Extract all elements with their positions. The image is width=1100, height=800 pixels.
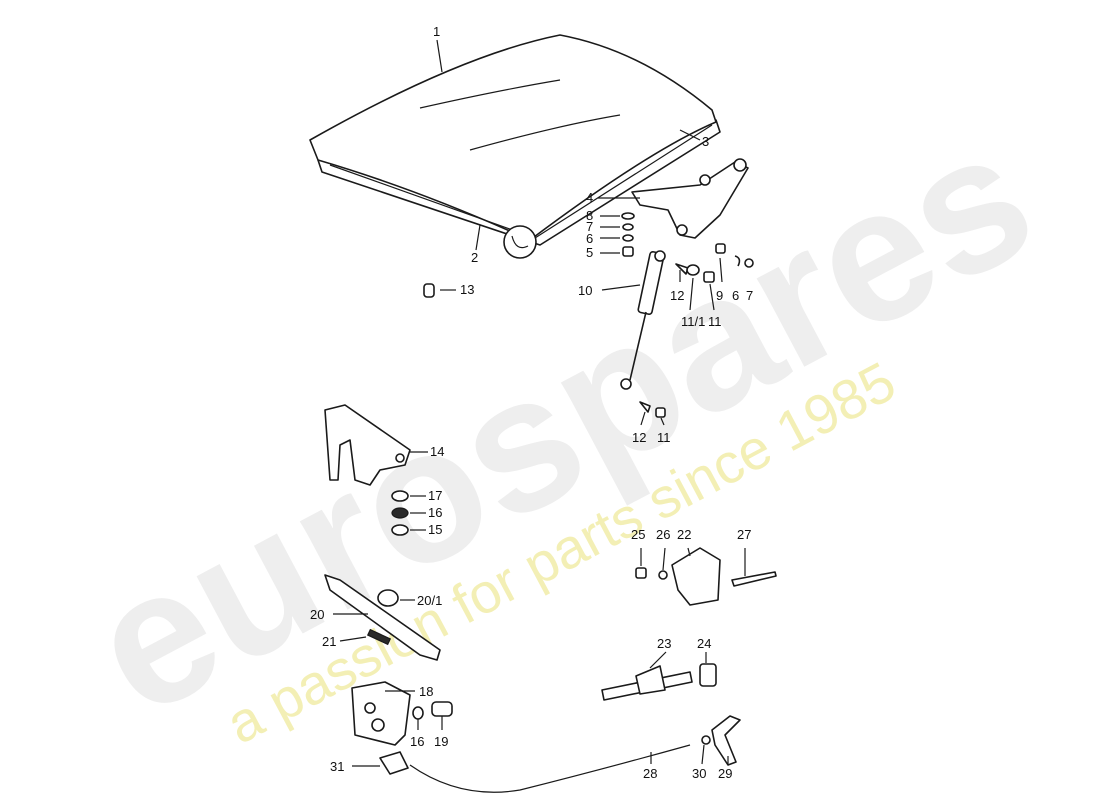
callout-16b: 16 [410, 734, 424, 749]
hinge-fasteners[interactable] [621, 212, 635, 257]
release-rod[interactable] [601, 663, 717, 701]
callout-20-1: 20/1 [417, 593, 442, 608]
callout-4: 4 [586, 190, 593, 205]
callout-31: 31 [330, 759, 344, 774]
release-mount-plate[interactable] [635, 547, 777, 606]
leader-lines [333, 39, 746, 767]
lid-lock[interactable] [351, 681, 411, 746]
callout-19: 19 [434, 734, 448, 749]
callout-27: 27 [737, 527, 751, 542]
rubber-stopper[interactable] [423, 283, 435, 298]
callout-6b: 6 [732, 288, 739, 303]
callout-25: 25 [631, 527, 645, 542]
callout-13: 13 [460, 282, 474, 297]
callout-7b: 7 [746, 288, 753, 303]
callout-22: 22 [677, 527, 691, 542]
callout-16: 16 [428, 505, 442, 520]
callout-29: 29 [718, 766, 732, 781]
callout-1: 1 [433, 24, 440, 39]
callout-8: 8 [586, 208, 593, 223]
callout-21: 21 [322, 634, 336, 649]
callout-12: 12 [670, 288, 684, 303]
release-lever[interactable] [324, 574, 441, 661]
callout-28: 28 [643, 766, 657, 781]
release-cable[interactable] [379, 715, 741, 793]
callout-20: 20 [310, 607, 324, 622]
callout-18: 18 [419, 684, 433, 699]
strut-mount-hardware[interactable] [639, 243, 754, 418]
callout-7: 7 [586, 219, 593, 234]
callout-23: 23 [657, 636, 671, 651]
callout-11-1: 11/1 [681, 314, 705, 329]
gas-strut[interactable] [620, 250, 666, 390]
lid-hinge[interactable] [631, 158, 749, 239]
callout-9: 9 [716, 288, 723, 303]
callout-30: 30 [692, 766, 706, 781]
front-lid[interactable] [309, 34, 721, 259]
callout-11: 11 [708, 314, 722, 329]
lid-emblem-badge[interactable] [503, 225, 537, 259]
callout-6: 6 [586, 231, 593, 246]
callout-labels: 1 2 3 4 8 7 6 5 13 10 12 9 6 7 11/1 11 1… [310, 24, 753, 781]
callout-26: 26 [656, 527, 670, 542]
callout-10: 10 [578, 283, 592, 298]
callout-2: 2 [471, 250, 478, 265]
callout-5: 5 [586, 245, 593, 260]
bracket-nuts-washers[interactable] [391, 490, 409, 536]
callout-11b: 11 [657, 430, 671, 445]
callout-17: 17 [428, 488, 442, 503]
lock-bracket[interactable] [324, 404, 411, 486]
callout-24: 24 [697, 636, 711, 651]
lock-bolt[interactable] [412, 701, 453, 720]
callout-14: 14 [430, 444, 444, 459]
callout-12b: 12 [632, 430, 646, 445]
callout-15: 15 [428, 522, 442, 537]
callout-3: 3 [702, 134, 709, 149]
